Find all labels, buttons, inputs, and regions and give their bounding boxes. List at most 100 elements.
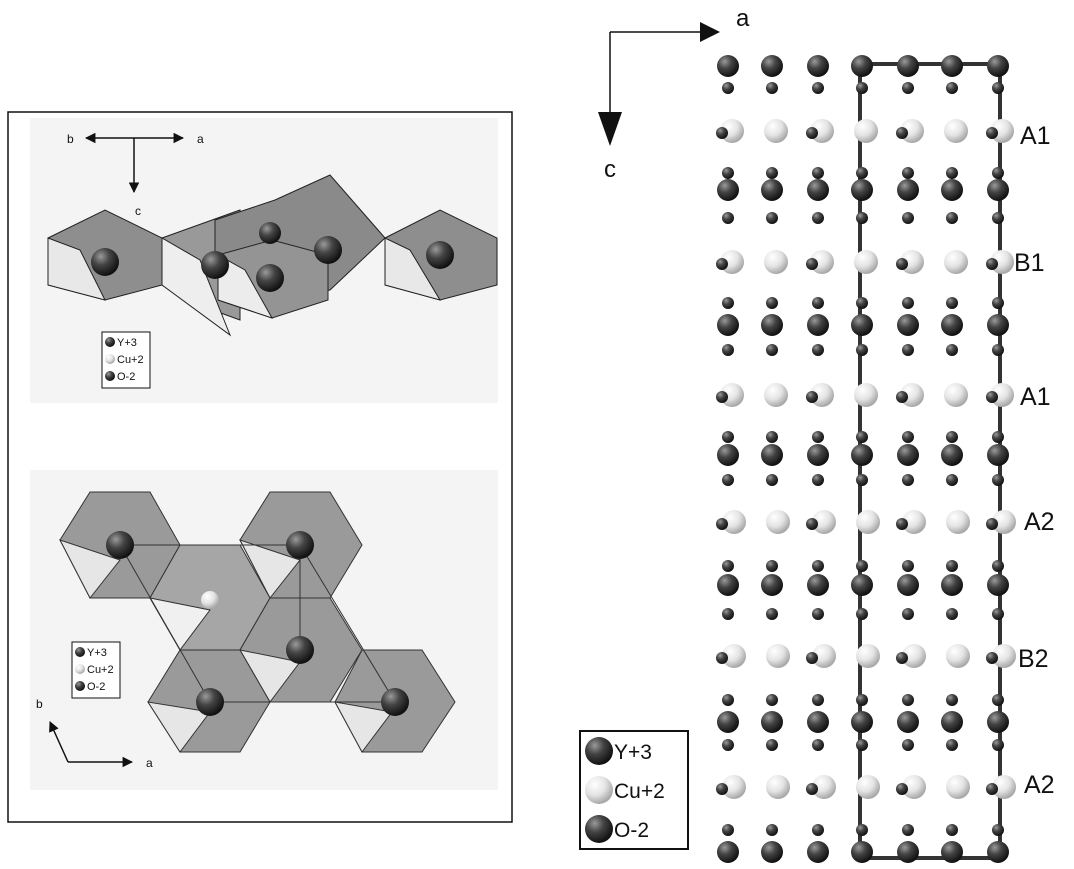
atom-o2 (717, 179, 739, 201)
atom-o2 (722, 167, 734, 179)
legend-cu2-swatch (585, 776, 613, 804)
atom-cu2 (722, 510, 746, 534)
top-view-atoms (91, 222, 454, 292)
atom-o2 (897, 574, 919, 596)
atom-cu2 (812, 510, 836, 534)
atom-o2 (902, 82, 914, 94)
atom-o2 (902, 739, 914, 751)
atom-o2 (766, 608, 778, 620)
atom-o2 (722, 560, 734, 572)
atom-o2 (761, 55, 783, 77)
top-axis-a-label: a (197, 132, 204, 146)
atom-o2 (806, 258, 818, 270)
atom-cu2 (944, 250, 968, 274)
atom-cu2 (766, 775, 790, 799)
atom-o2 (987, 179, 1009, 201)
atom-o2 (761, 711, 783, 733)
atom-o2 (722, 474, 734, 486)
atom-o2 (992, 608, 1004, 620)
atom-o2 (766, 167, 778, 179)
atom-o2 (851, 179, 873, 201)
atom-o2 (807, 841, 829, 863)
atom-o2 (812, 82, 824, 94)
atom-o2 (856, 297, 868, 309)
top-axis-b-label: b (67, 132, 74, 146)
legend-o2-label: O-2 (87, 681, 105, 693)
atom-o2 (761, 444, 783, 466)
right-axis-cross: a c (598, 5, 750, 183)
atom-cu2 (812, 775, 836, 799)
atom-cu2 (764, 119, 788, 143)
atom-o2 (722, 608, 734, 620)
atom-o2 (766, 297, 778, 309)
atom-o2 (896, 127, 908, 139)
atom-o2 (896, 518, 908, 530)
atom-o2 (902, 297, 914, 309)
atom-o2 (897, 841, 919, 863)
atom-o2 (946, 608, 958, 620)
atom-o2 (946, 167, 958, 179)
atom-cu2 (854, 119, 878, 143)
atom-o2 (766, 824, 778, 836)
atom-o2 (897, 711, 919, 733)
atom-o2 (812, 474, 824, 486)
atom-o2 (812, 167, 824, 179)
atom-cu2 (944, 119, 968, 143)
atom-y3 (201, 251, 229, 279)
atom-o2 (766, 344, 778, 356)
atom-o2 (722, 739, 734, 751)
bottom-axis-a-label: a (146, 756, 153, 770)
atom-o2 (766, 431, 778, 443)
legend-cu2-swatch (75, 664, 85, 674)
atom-o2 (992, 824, 1004, 836)
atom-cu2 (946, 510, 970, 534)
atom-o2 (761, 314, 783, 336)
atom-o2 (717, 55, 739, 77)
atom-o2 (987, 711, 1009, 733)
atom-o2 (856, 82, 868, 94)
atom-cu2 (992, 644, 1016, 668)
atom-o2 (946, 344, 958, 356)
bottom-view-axis-cross: b a (36, 697, 153, 770)
atom-o2 (902, 212, 914, 224)
atom-y3 (259, 222, 281, 244)
atom-o2 (946, 694, 958, 706)
atom-o2 (986, 518, 998, 530)
atom-o2 (812, 739, 824, 751)
layer-label-a1: A1 (1020, 122, 1051, 150)
atom-o2 (946, 297, 958, 309)
atom-o2 (986, 258, 998, 270)
atom-o2 (941, 179, 963, 201)
legend-o2-swatch (585, 815, 613, 843)
atom-o2 (987, 841, 1009, 863)
atom-o2 (722, 212, 734, 224)
atom-cu2 (902, 644, 926, 668)
atom-o2 (761, 574, 783, 596)
atom-o2 (766, 82, 778, 94)
atom-o2 (941, 841, 963, 863)
atom-o2 (807, 711, 829, 733)
atom-o2 (812, 608, 824, 620)
atom-o2 (941, 711, 963, 733)
atom-o2 (812, 560, 824, 572)
atom-o2 (992, 739, 1004, 751)
atom-o2 (946, 474, 958, 486)
atom-o2 (902, 474, 914, 486)
atom-cu2 (944, 383, 968, 407)
atom-o2 (717, 444, 739, 466)
atom-o2 (986, 652, 998, 664)
legend-y3-swatch (105, 337, 115, 347)
atom-o2 (992, 474, 1004, 486)
atom-o2 (897, 179, 919, 201)
legend-cu2-label: Cu+2 (614, 780, 665, 803)
legend-y3-swatch (75, 647, 85, 657)
atom-o2 (941, 574, 963, 596)
atom-o2 (941, 444, 963, 466)
atom-o2 (807, 444, 829, 466)
atom-o2 (717, 841, 739, 863)
atom-o2 (766, 474, 778, 486)
atom-o2 (902, 167, 914, 179)
atom-cu2 (902, 510, 926, 534)
layer-label-a1: A1 (1020, 383, 1051, 411)
atom-o2 (902, 560, 914, 572)
